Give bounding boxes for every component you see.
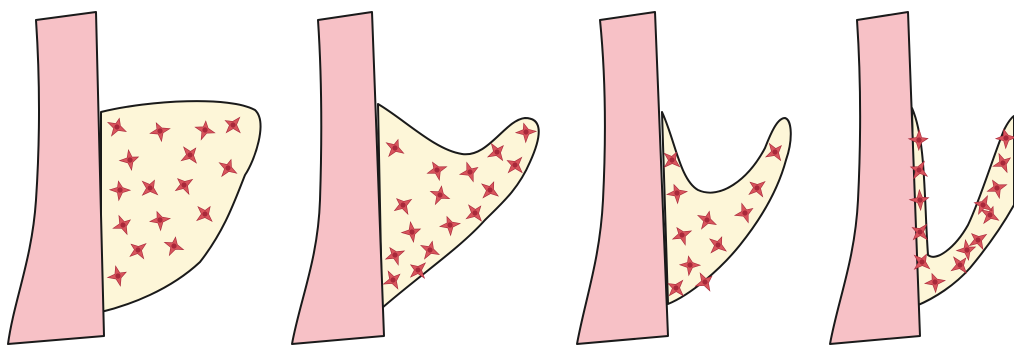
stage-panel-2 xyxy=(292,12,539,344)
column-2 xyxy=(292,12,384,344)
stage-panel-4 xyxy=(830,12,1014,344)
stage-panel-3 xyxy=(577,12,791,344)
stage-panel-1 xyxy=(8,12,260,344)
column-1 xyxy=(8,12,104,344)
tissue-mass-1 xyxy=(101,101,260,312)
tissue-mass-3 xyxy=(662,112,791,304)
column-3 xyxy=(577,12,668,344)
column-4 xyxy=(830,12,920,344)
